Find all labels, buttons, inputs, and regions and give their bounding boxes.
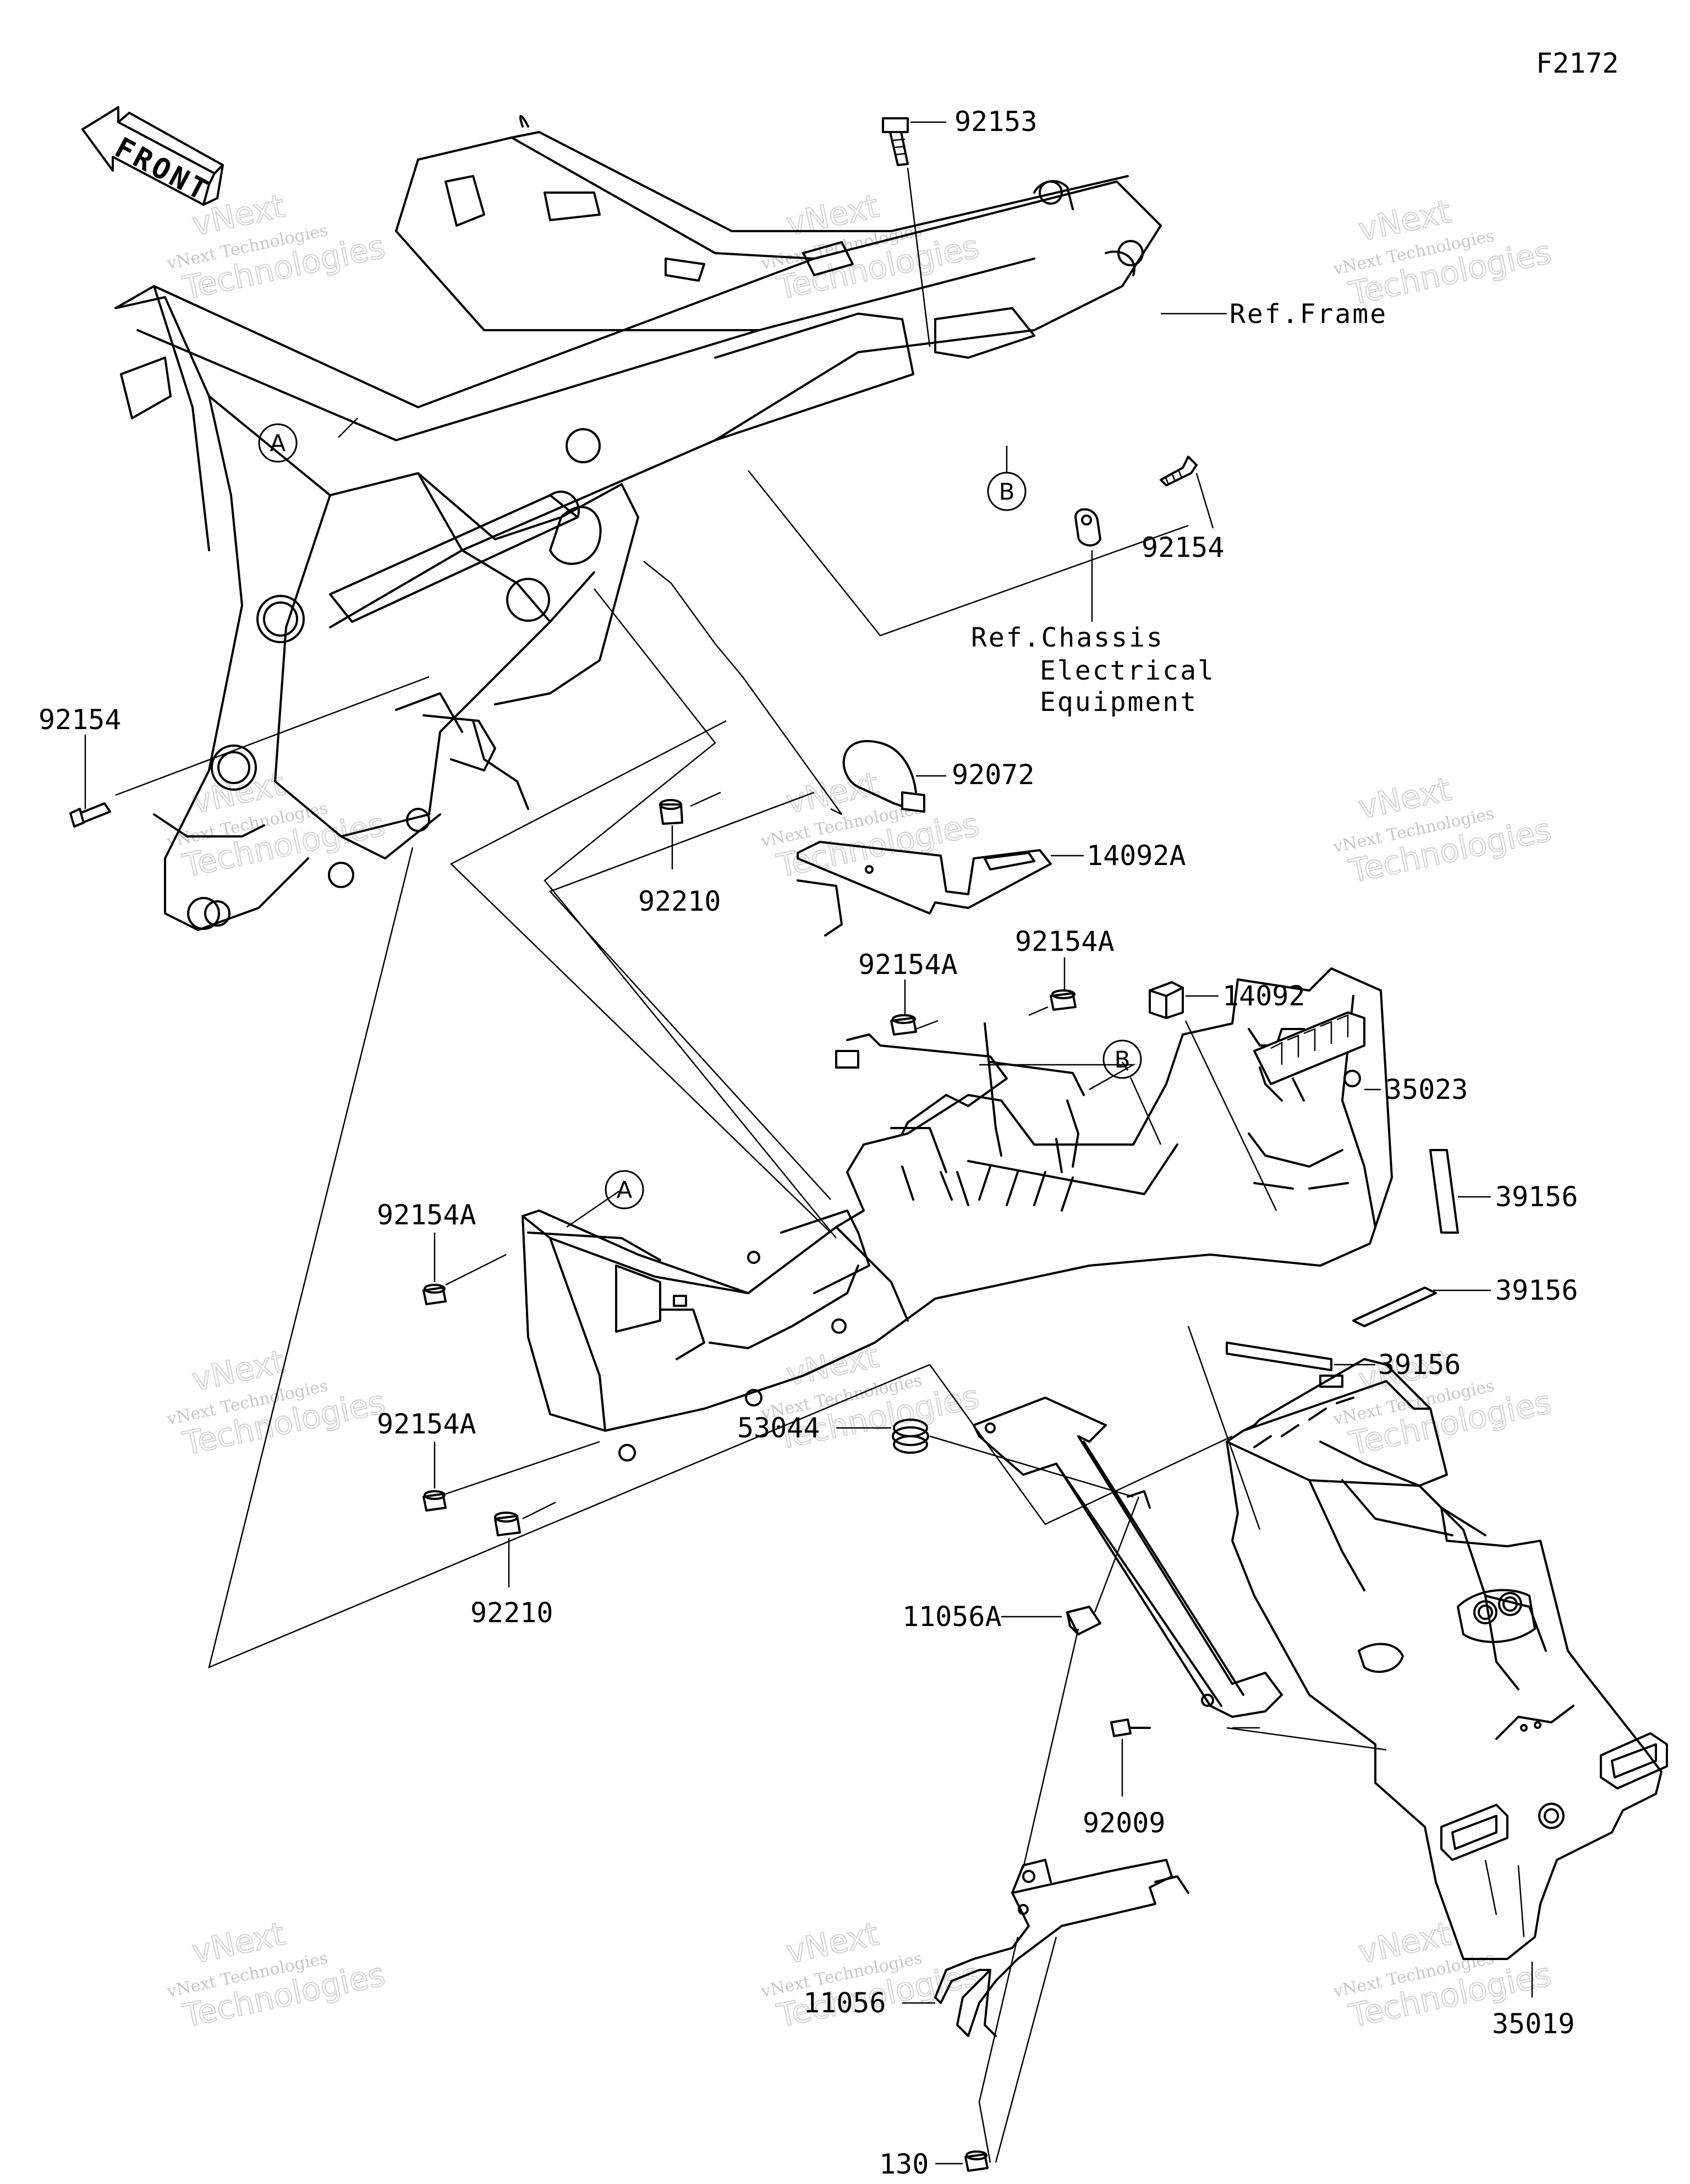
part-number-92210-low[interactable]: 92210 [470, 1597, 553, 1629]
svg-text:A: A [270, 430, 286, 457]
pad-39156-c-icon [1226, 1342, 1332, 1371]
marker-a-lower: A [605, 1170, 644, 1209]
part-number-92154-right[interactable]: 92154 [1142, 532, 1225, 563]
part-number-92154A-low[interactable]: 92154A [377, 1408, 476, 1440]
part-number-11056[interactable]: 11056 [803, 1987, 886, 2019]
bracket-11056A-icon [973, 1397, 1283, 1718]
part-number-92154A-top-right[interactable]: 92154A [1015, 926, 1115, 957]
part-number-130[interactable]: 130 [879, 2148, 929, 2180]
pad-39156-a-icon [1429, 1149, 1459, 1234]
part-number-92210-top[interactable]: 92210 [638, 885, 721, 917]
clamp-icon [1074, 508, 1101, 547]
spacer-92210-top-icon [659, 799, 683, 825]
marker-b-lower: B [1102, 1039, 1142, 1079]
watermark-layer: vNext vNext Technologies Technologies vN… [165, 187, 1555, 2035]
band-92072-icon [842, 740, 925, 813]
part-number-92009[interactable]: 92009 [1083, 1807, 1166, 1839]
part-number-53044[interactable]: 53044 [737, 1412, 820, 1444]
part-number-35019[interactable]: 35019 [1492, 2008, 1575, 2040]
part-number-35023[interactable]: 35023 [1385, 1074, 1468, 1105]
svg-text:B: B [999, 478, 1015, 505]
watermark: vNext vNext Technologies Technologies [165, 1342, 389, 1463]
turn-signal-left-icon [1440, 1804, 1508, 1861]
nut-11056A-icon [1066, 1606, 1101, 1635]
part-number-39156-c[interactable]: 39156 [1378, 1349, 1461, 1381]
marker-b-upper: B [987, 472, 1027, 511]
svg-text:A: A [617, 1176, 633, 1203]
grommet-53044-icon [892, 1419, 929, 1454]
bolt-92154A-top-right-icon [1050, 989, 1077, 1011]
front-arrow-icon: FRONT [81, 106, 224, 209]
bolt-130-icon [964, 2150, 989, 2172]
spacer-92210-low-icon [494, 1512, 521, 1536]
part-number-14092A[interactable]: 14092A [1087, 840, 1186, 872]
bolt-92154A-low-icon [422, 1490, 447, 1512]
watermark: vNext vNext Technologies Technologies [1331, 770, 1555, 891]
reflector-icon [1457, 1589, 1536, 1643]
part-number-14092[interactable]: 14092 [1222, 980, 1305, 1012]
watermark: vNext vNext Technologies Technologies [759, 187, 983, 308]
bolt-92154-left-icon [69, 802, 111, 828]
cap-14092-icon [1149, 981, 1184, 1019]
turn-signal-right-icon [1600, 1732, 1668, 1789]
ref-chassis-label[interactable]: Ref.Chassis [971, 622, 1164, 653]
motorcycle-frame [114, 115, 1162, 931]
svg-text:B: B [1115, 1046, 1131, 1073]
part-number-39156-b[interactable]: 39156 [1495, 1274, 1578, 1306]
part-number-92072[interactable]: 92072 [952, 759, 1035, 791]
marker-a-upper: A [258, 423, 298, 463]
bolt-92154A-mid-icon [422, 1284, 447, 1305]
screw-92009-icon [1110, 1718, 1151, 1737]
watermark: vNext vNext Technologies Technologies [1331, 1914, 1555, 2035]
bolt-92153-icon [882, 117, 909, 166]
part-number-11056A[interactable]: 11056A [902, 1601, 1002, 1633]
part-number-92153[interactable]: 92153 [954, 106, 1038, 138]
pad-39156-b-icon [1352, 1287, 1437, 1327]
watermark: vNext vNext Technologies Technologies [165, 1914, 389, 2035]
bracket-11056-icon [934, 1859, 1189, 2037]
ref-frame-label[interactable]: Ref.Frame [1230, 299, 1387, 330]
diagram-code: F2172 [1536, 47, 1619, 79]
ref-chassis-label-line2: Electrical [1040, 655, 1215, 686]
bracket-14092A-icon [797, 841, 1052, 915]
watermark: vNext vNext Technologies Technologies [759, 764, 983, 885]
ref-chassis-label-line3: Equipment [1040, 687, 1198, 718]
part-number-92154-left[interactable]: 92154 [39, 704, 122, 736]
bolt-92154-right-icon [1160, 456, 1198, 486]
license-light-icon [1358, 1643, 1404, 1673]
fender-bracket-top [846, 1022, 1085, 1173]
part-number-39156-a[interactable]: 39156 [1495, 1181, 1578, 1213]
bolt-92154A-top-left-icon [890, 1014, 917, 1036]
part-number-92154A-mid[interactable]: 92154A [377, 1199, 476, 1231]
rear-fender-35019 [1226, 1358, 1668, 1960]
watermark: vNext vNext Technologies Technologies [1331, 192, 1555, 313]
part-number-92154A-top-left[interactable]: 92154A [858, 949, 958, 981]
regulator-35023-icon [1253, 1011, 1365, 1087]
